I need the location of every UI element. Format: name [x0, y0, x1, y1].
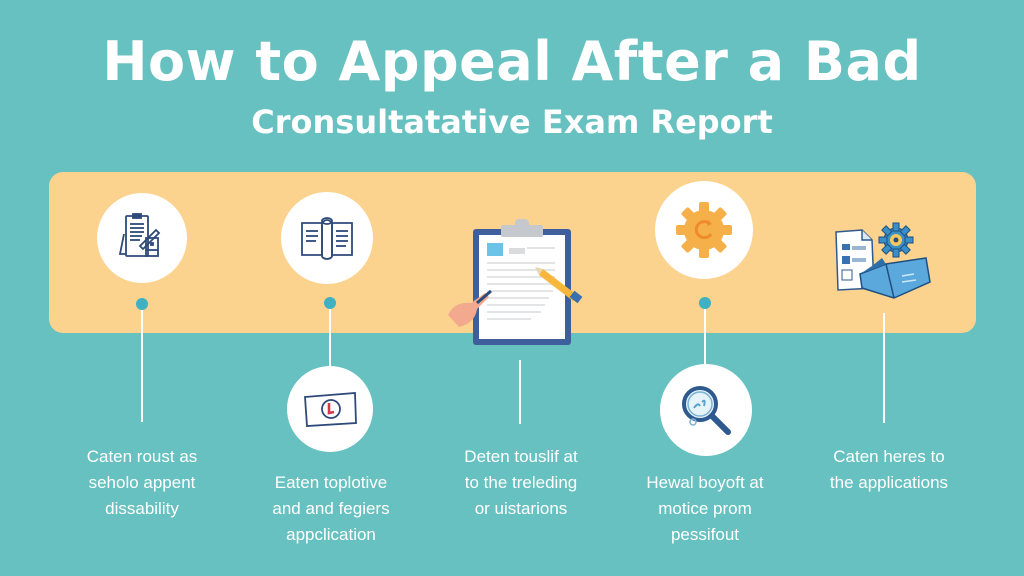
step-1-caption: Caten roust as seholo appent dissability — [86, 447, 198, 518]
page-title: How to Appeal After a Bad — [102, 30, 922, 93]
step-2-sub-icon-circle — [287, 366, 373, 452]
step-1-connector — [141, 310, 143, 422]
document-box-gear-icon — [832, 218, 932, 308]
step-4-connector — [704, 309, 706, 369]
step-5-icon — [832, 218, 932, 308]
step-5-caption: Caten heres to the applications — [829, 447, 949, 492]
step-4-sub-icon-circle — [660, 364, 752, 456]
step-4-icon-circle — [655, 181, 753, 279]
step-2-connector — [329, 309, 331, 369]
step-4-caption: Hewal boyoft at motice prom pessifout — [646, 473, 764, 544]
page-subtitle: Cronsultatative Exam Report — [251, 103, 773, 141]
step-1-icon-circle — [97, 193, 187, 283]
gear-icon — [672, 198, 736, 262]
clipboard-document-icon — [445, 215, 595, 347]
step-4-dot — [699, 297, 711, 309]
step-3-icon — [445, 215, 595, 347]
step-2-icon-circle — [281, 192, 373, 284]
step-3-caption: Deten touslif at to the treleding or uis… — [464, 447, 578, 518]
clipboard-pen-icon — [114, 210, 170, 266]
id-card-icon — [301, 389, 359, 429]
step-2-caption: Eaten toplotive and and fegiers appclica… — [272, 473, 390, 544]
step-2-dot — [324, 297, 336, 309]
open-book-icon — [296, 213, 358, 263]
step-3-connector — [519, 360, 521, 424]
step-1-dot — [136, 298, 148, 310]
magnifier-icon — [676, 380, 736, 440]
step-5-connector — [883, 313, 885, 423]
